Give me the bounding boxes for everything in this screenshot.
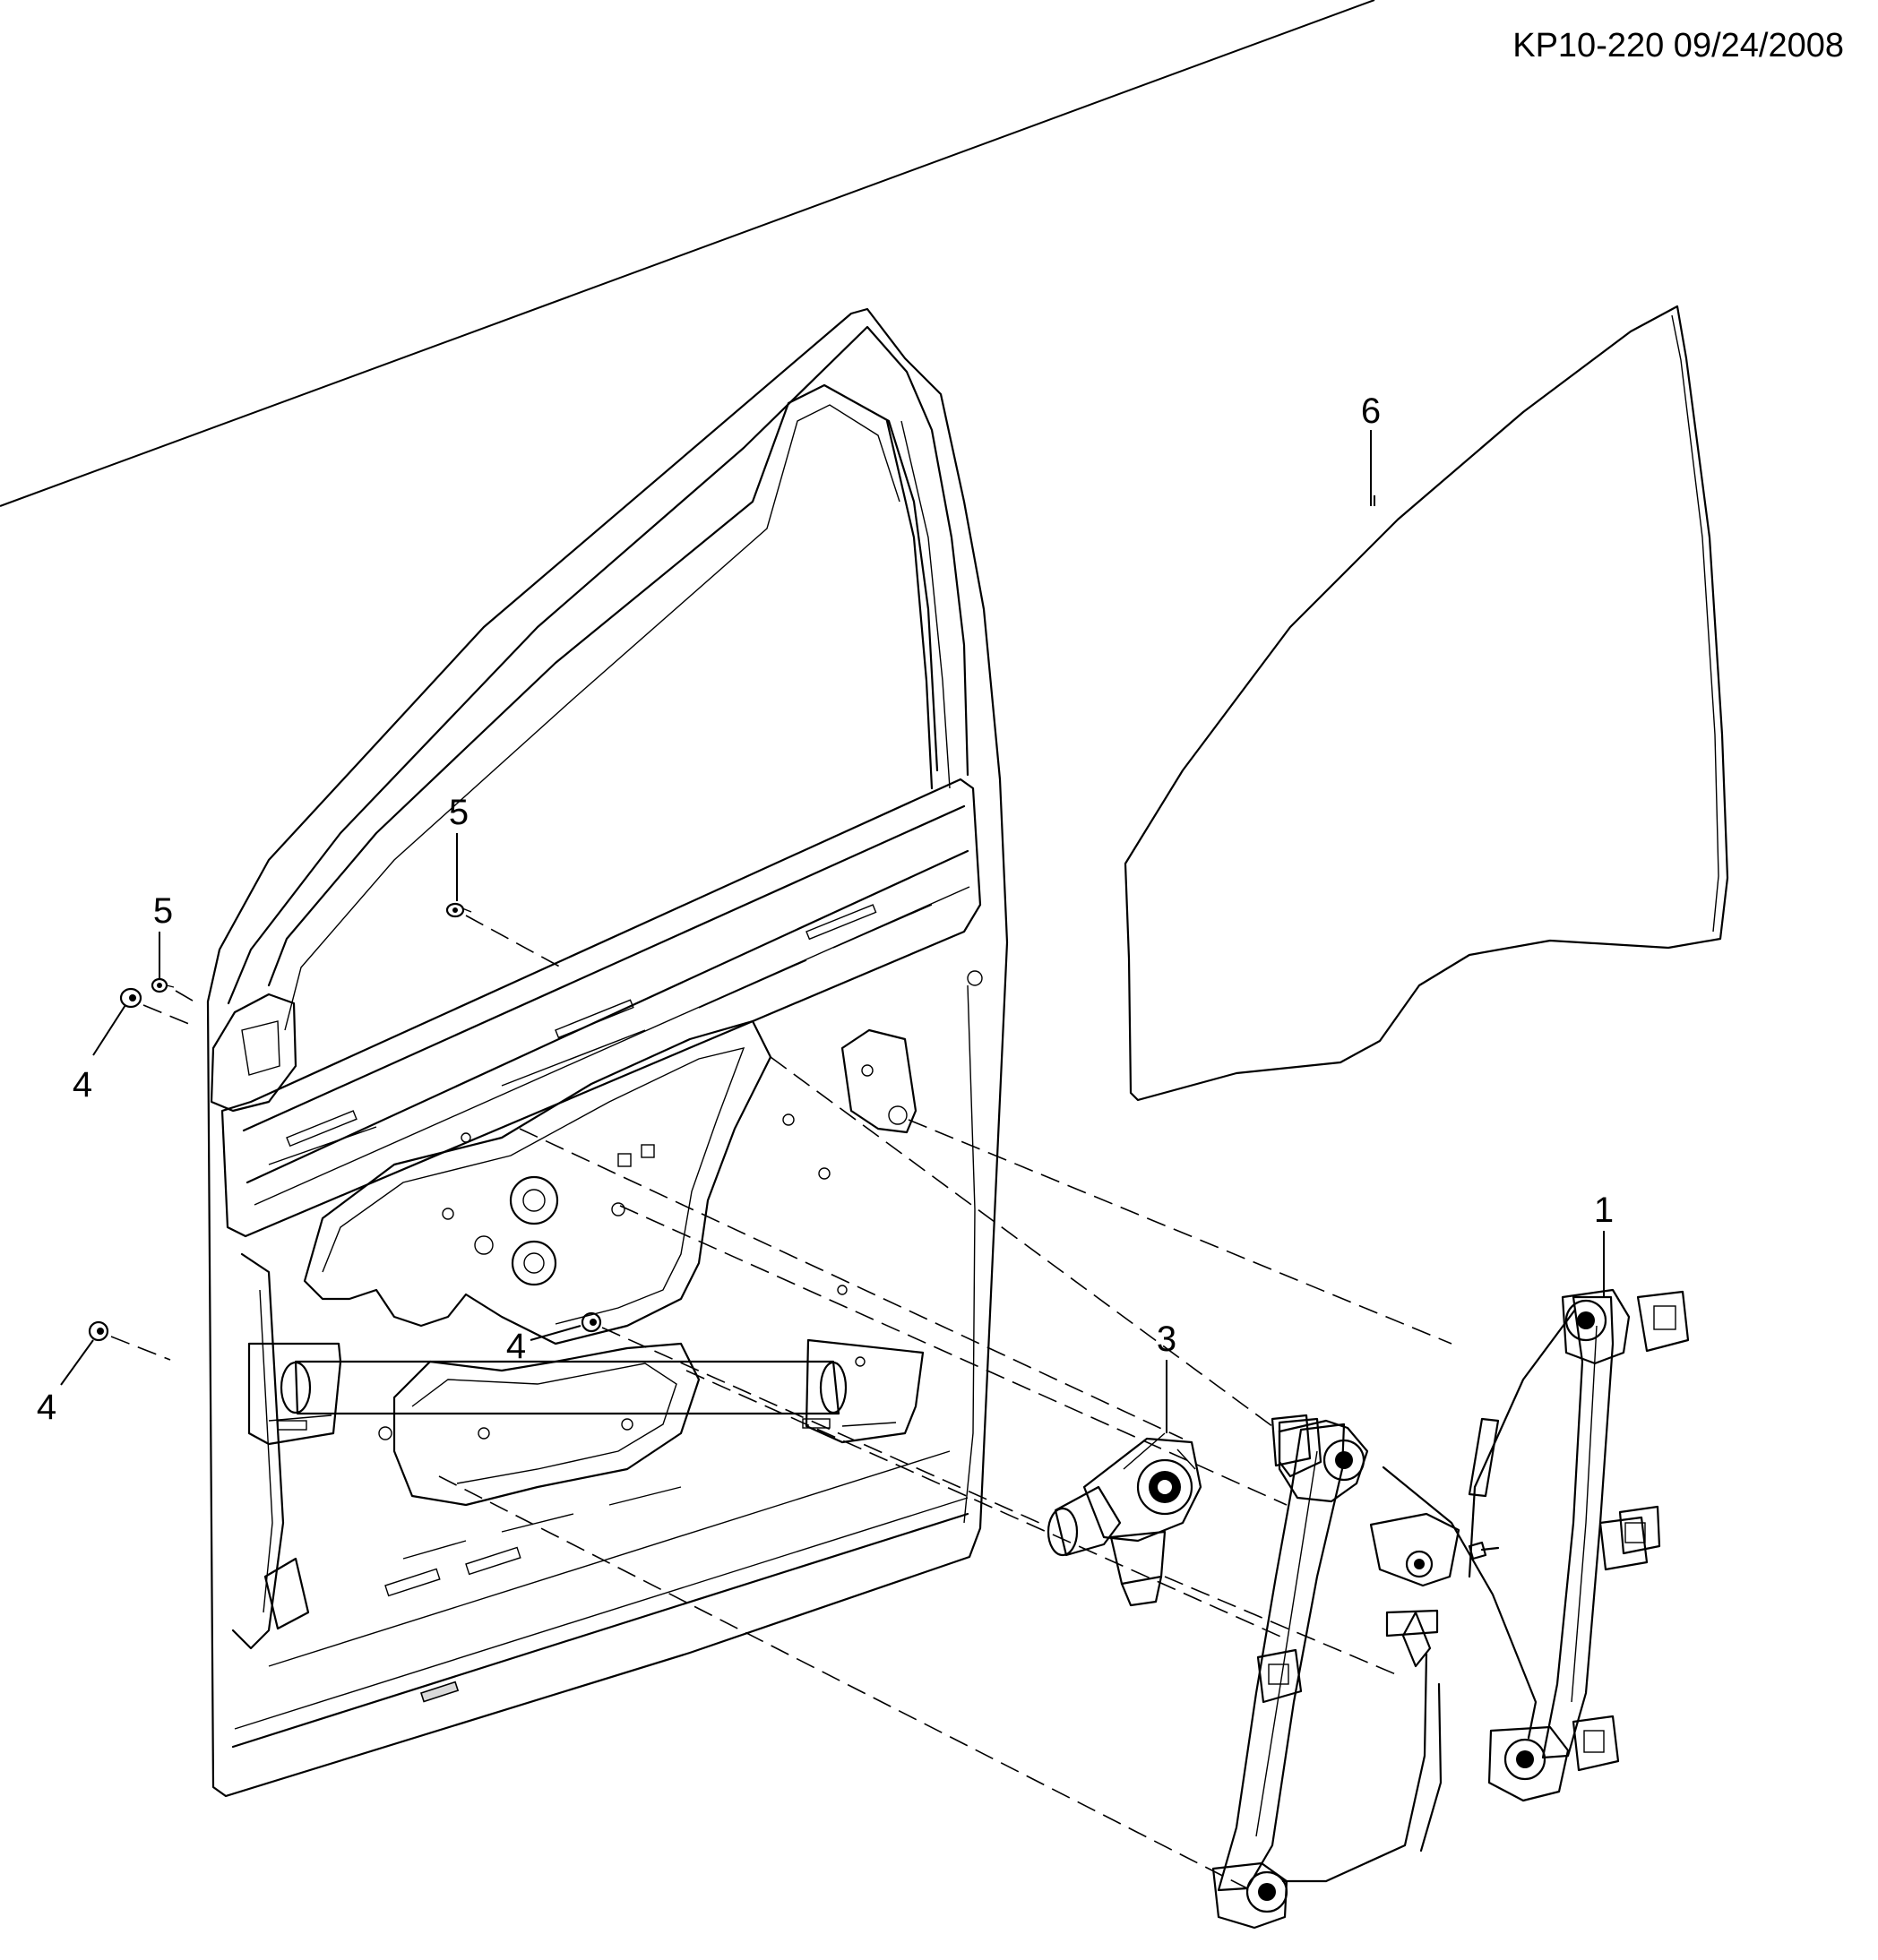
nut-4-left-upper — [119, 987, 142, 1009]
callout-leaders — [0, 0, 1605, 1433]
bolt-5-center — [445, 902, 472, 918]
door-inner-panel — [206, 307, 1009, 1798]
bolt-5-left — [151, 977, 175, 993]
callout-4-center: 4 — [506, 1327, 526, 1366]
callout-5-left: 5 — [153, 891, 173, 931]
window-regulator — [1211, 1288, 1690, 1930]
callout-1: 1 — [1594, 1191, 1614, 1230]
side-impact-beam — [247, 1338, 925, 1446]
callout-6: 6 — [1361, 391, 1381, 431]
callout-4-left-upper: 4 — [73, 1065, 92, 1105]
assembly-lines — [110, 915, 1452, 1889]
callout-3: 3 — [1157, 1320, 1176, 1359]
diagram-code: KP10-220 09/24/2008 — [1512, 27, 1844, 64]
callout-labels: 6 5 5 4 4 4 3 1 — [37, 391, 1614, 1427]
nut-4-left-lower — [88, 1320, 109, 1342]
callout-4-left-lower: 4 — [37, 1388, 56, 1427]
nut-4-center — [581, 1311, 602, 1333]
door-window-glass — [1124, 305, 1729, 1102]
window-regulator-motor — [1047, 1432, 1202, 1607]
callout-5-center: 5 — [449, 793, 469, 832]
